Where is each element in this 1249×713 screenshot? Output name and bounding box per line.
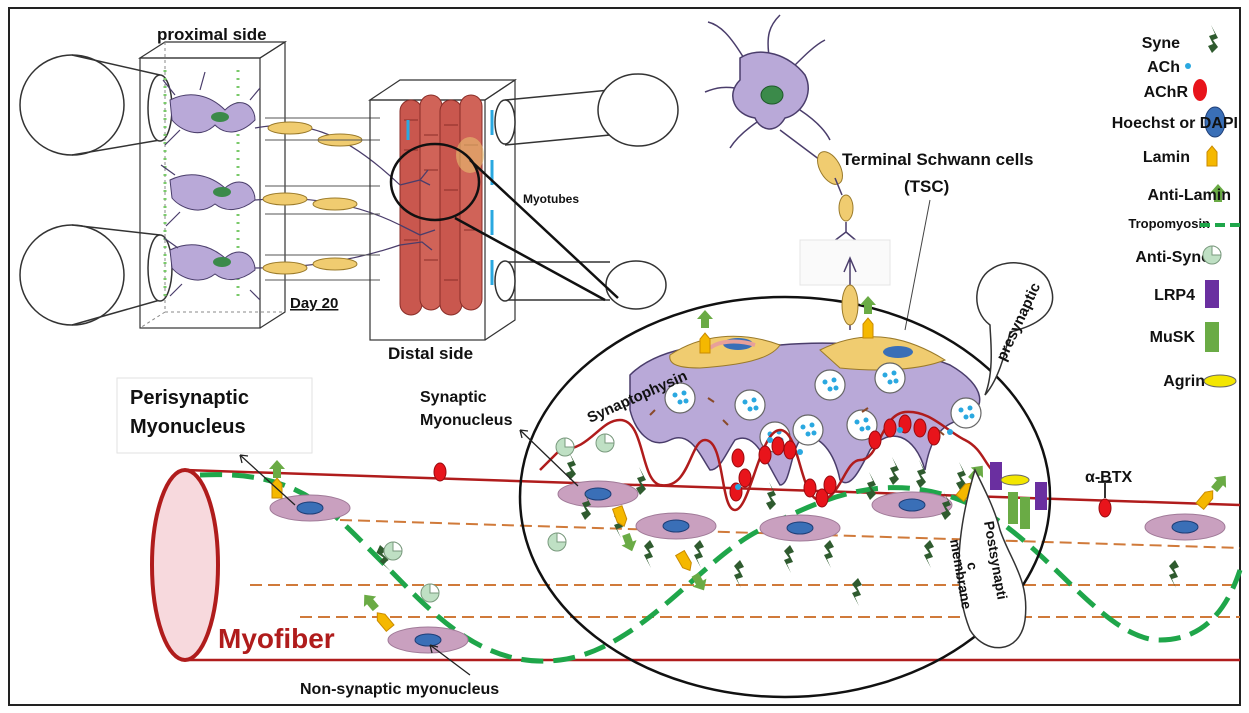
myonuclei <box>270 481 1225 653</box>
lamin-arrow-icon <box>1207 146 1217 166</box>
legend-label-tropomyosin: Tropomyosin <box>1128 216 1210 231</box>
legend-label-agrin: Agrin <box>1163 373 1205 390</box>
day-label: Day 20 <box>290 295 338 312</box>
legend-label-syne: Syne <box>1142 35 1180 52</box>
myotubes-label: Myotubes <box>523 192 579 206</box>
achr-oval-icon <box>1193 79 1207 101</box>
well-circle <box>20 55 124 155</box>
synaptic-myonucleus-label-line2: Myonucleus <box>420 412 513 429</box>
non-synaptic-myonucleus-label: Non-synaptic myonucleus <box>300 681 499 698</box>
legend-label-lamin: Lamin <box>1143 149 1190 166</box>
perisynaptic-label-line1: Perisynaptic <box>130 387 249 409</box>
legend-label-musk: MuSK <box>1150 329 1196 346</box>
legend-label-ach: ACh <box>1147 59 1180 76</box>
motor-neuron <box>705 15 865 248</box>
microfluidic-device <box>20 42 678 340</box>
legend-label-anti-lamin: Anti-Lamin <box>1147 187 1231 204</box>
motor-neuron-cluster <box>161 72 260 300</box>
anti-syne-markers <box>384 434 614 602</box>
synaptic-myonucleus-label-line1: Synaptic <box>420 389 487 406</box>
presynaptic-terminal <box>630 336 981 485</box>
alpha-btx-label: α-BTX <box>1085 469 1132 486</box>
distal-side-label: Distal side <box>388 344 473 363</box>
tsc-label-line1: Terminal Schwann cells <box>842 150 1033 169</box>
legend-label-hoechst: Hoechst or DAPI <box>1112 115 1238 132</box>
syne-icon <box>1208 25 1218 53</box>
agrin-oval-icon <box>1204 375 1236 387</box>
well-circle <box>20 225 124 325</box>
axon-bundle <box>255 118 400 280</box>
legend-label-lrp4: LRP4 <box>1154 287 1195 304</box>
anti-syne-icon <box>1203 246 1221 264</box>
legend: Syne ACh AChR Hoechst or DAPI Lamin Anti… <box>1112 25 1240 390</box>
legend-label-achr: AChR <box>1144 84 1189 101</box>
proximal-side-label: proximal side <box>157 25 267 44</box>
musk-bar-icon <box>1205 322 1219 352</box>
lrp4-bar-icon <box>1205 280 1219 308</box>
ach-dot-icon <box>1185 63 1191 69</box>
legend-label-anti-syne: Anti-Syne <box>1135 249 1210 266</box>
tsc-pointer <box>905 200 930 330</box>
tsc-label-line2: (TSC) <box>904 177 949 196</box>
perisynaptic-label-line2: Myonucleus <box>130 416 246 438</box>
myofiber-label: Myofiber <box>218 623 335 654</box>
